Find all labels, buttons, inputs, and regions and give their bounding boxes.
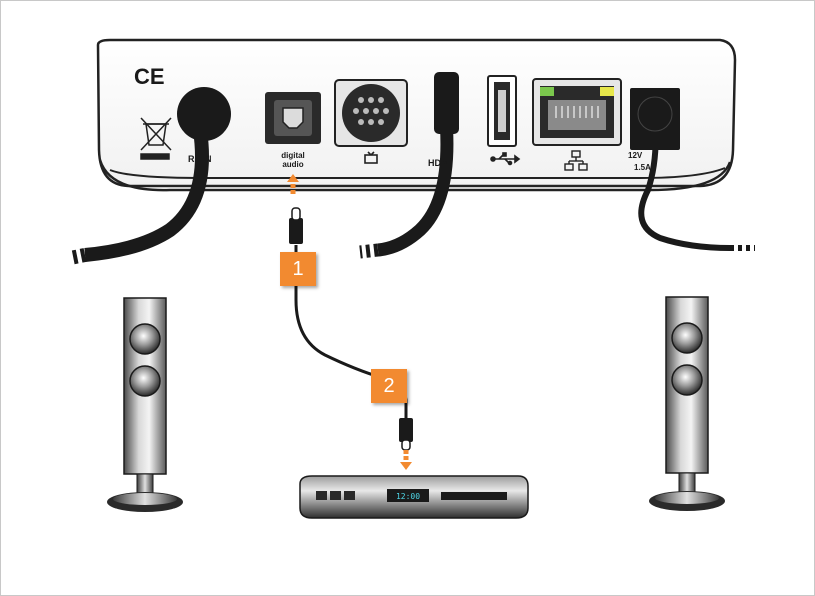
hdmi-label: HDMI [428,158,451,168]
receiver-clock-display: 12:00 [396,492,420,501]
arrow-down-icon [400,450,412,470]
ethernet-port [532,78,622,146]
step-1-badge: 1 [280,252,316,286]
digital-audio-label-line2: audio [282,160,303,169]
rf-in-label: RF IN [188,154,212,164]
audio-receiver [299,475,529,519]
speaker-icon [649,296,725,511]
av-port [334,79,408,147]
power-cable [630,88,755,251]
digital-audio-port [265,92,321,144]
hdmi-cable [359,72,459,259]
tv-icon [364,151,378,164]
usb-port [487,75,517,147]
power-label-line2: 1.5A [634,163,651,172]
rf-in-cable [68,87,231,265]
recycle-bin-crossed-icon [140,117,172,160]
usb-icon [490,152,521,166]
digital-audio-label-line1: digital [281,151,305,160]
speaker-icon [107,297,183,512]
network-icon [564,150,588,171]
ce-mark: CE [134,64,165,89]
step-2-badge: 2 [371,369,407,403]
set-top-box [96,38,737,192]
power-label-line1: 12V [628,151,643,160]
activity-led [600,87,614,96]
arrow-up-icon [287,174,299,194]
link-led [540,87,554,96]
